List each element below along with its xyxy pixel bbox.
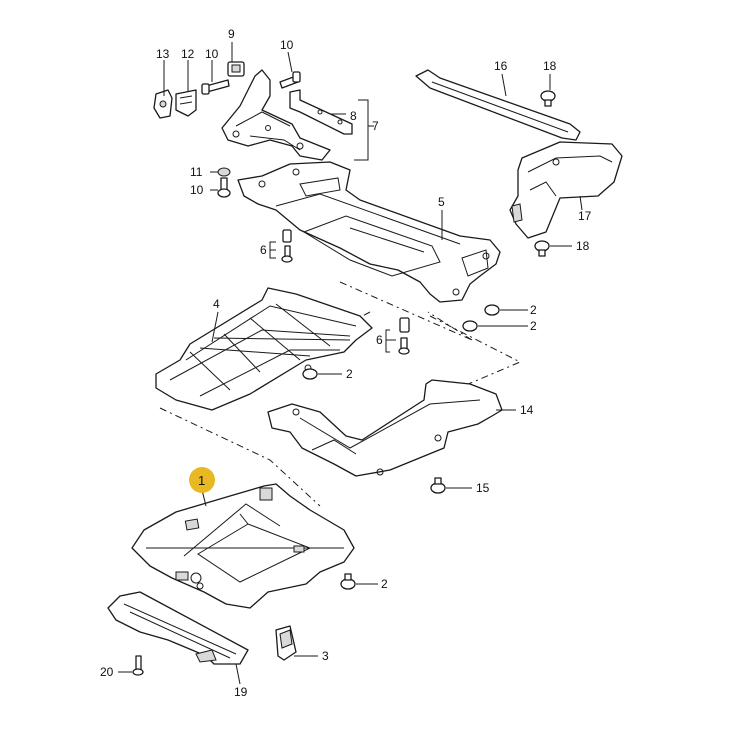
- callout-6-b[interactable]: 6: [376, 333, 383, 347]
- nut-2-grid-panel: [302, 368, 318, 380]
- trim-panel-19: [107, 591, 249, 665]
- callout-18-b[interactable]: 18: [576, 239, 590, 253]
- nut-2-frame-lower: [462, 320, 478, 332]
- callout-20[interactable]: 20: [100, 665, 114, 679]
- callout-10-b[interactable]: 10: [280, 38, 294, 52]
- bracket-strip-8: [289, 89, 353, 135]
- callout-labels: 1 13 12 10 9 10 8 7 11 10 16 18 5 17 18 …: [100, 27, 592, 699]
- callout-19[interactable]: 19: [234, 685, 248, 699]
- upper-mounting-bracket: [221, 69, 331, 161]
- callout-6-a[interactable]: 6: [260, 243, 267, 257]
- underbody-panel-1: [131, 483, 355, 609]
- callout-4[interactable]: 4: [213, 297, 220, 311]
- callout-15[interactable]: 15: [476, 481, 490, 495]
- bracket-13: [153, 89, 173, 119]
- callout-2-b[interactable]: 2: [530, 319, 537, 333]
- small-bracket-3: [275, 625, 297, 661]
- callout-10-c[interactable]: 10: [190, 183, 204, 197]
- callout-9[interactable]: 9: [228, 27, 235, 41]
- callout-3[interactable]: 3: [322, 649, 329, 663]
- callout-11[interactable]: 11: [190, 165, 203, 179]
- fastener-18-lower: [534, 240, 550, 257]
- nut-2-main-panel: [340, 573, 356, 590]
- callout-1[interactable]: 1: [198, 473, 205, 488]
- callout-2-d[interactable]: 2: [381, 577, 388, 591]
- callout-17[interactable]: 17: [578, 209, 592, 223]
- clip-bracket-12: [175, 89, 197, 117]
- bolt-10-top-right: [279, 71, 301, 89]
- bolt-pair-6-lower: [398, 317, 410, 355]
- callout-13[interactable]: 13: [156, 47, 170, 61]
- callout-14[interactable]: 14: [520, 403, 534, 417]
- fastener-18-top: [540, 90, 556, 107]
- curved-bracket-14: [267, 379, 503, 477]
- side-cover-17: [509, 141, 623, 239]
- callout-16[interactable]: 16: [494, 59, 508, 73]
- grid-panel-4: [155, 287, 373, 411]
- callout-5[interactable]: 5: [438, 195, 445, 209]
- callout-10-a[interactable]: 10: [205, 47, 219, 61]
- callout-18-a[interactable]: 18: [543, 59, 557, 73]
- washer-11: [217, 167, 231, 177]
- clip-nut-9: [227, 61, 245, 77]
- callout-2-a[interactable]: 2: [530, 303, 537, 317]
- callout-7[interactable]: 7: [372, 119, 379, 133]
- rail-strip-16: [415, 69, 581, 141]
- bolt-10-top-left: [201, 79, 230, 95]
- carrier-frame-5: [237, 161, 501, 303]
- nut-2-frame-upper: [484, 304, 500, 316]
- callout-12[interactable]: 12: [181, 47, 195, 61]
- highlight-circle: [189, 467, 215, 493]
- nut-15: [430, 477, 446, 494]
- bolt-10-lower: [217, 177, 231, 198]
- bolt-pair-6-upper: [281, 229, 293, 263]
- callout-2-c[interactable]: 2: [346, 367, 353, 381]
- screw-20: [132, 655, 144, 676]
- callout-8[interactable]: 8: [350, 109, 357, 123]
